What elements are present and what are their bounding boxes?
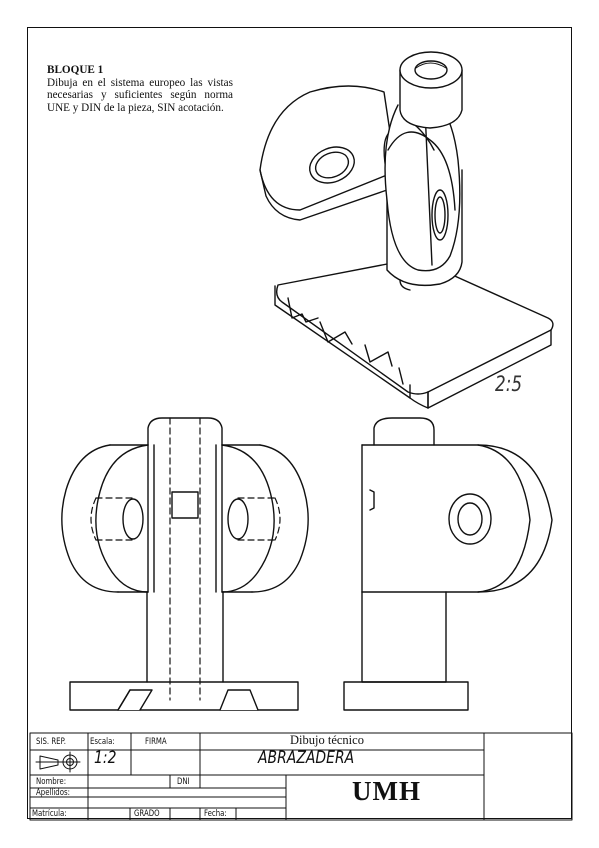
- apellidos-label: Apellidos:: [36, 788, 70, 798]
- subject-label: Dibujo técnico: [290, 733, 364, 747]
- isometric-scale-label: 2:5: [495, 372, 523, 396]
- university-logo-text: UMH: [352, 776, 421, 806]
- scale-value: 1:2: [94, 748, 117, 768]
- side-view: [343, 417, 553, 711]
- dni-label: DNI: [177, 777, 190, 787]
- firma-label: FIRMA: [145, 737, 167, 747]
- title-block-lines: [29, 732, 573, 821]
- instructions-body: Dibuja en el sistema europeo las vistas …: [47, 76, 233, 114]
- isometric-view: [259, 51, 554, 409]
- piece-name: ABRAZADERA: [258, 748, 355, 768]
- matricula-label: Matrícula:: [32, 809, 67, 819]
- grado-label: GRADO: [134, 809, 160, 819]
- instructions-heading: BLOQUE 1: [47, 64, 104, 76]
- fecha-label: Fecha:: [204, 809, 227, 819]
- sis-rep-label: SIS. REP.: [36, 737, 66, 747]
- nombre-label: Nombre:: [36, 777, 67, 787]
- instructions-block: BLOQUE 1 Dibuja en el sistema europeo la…: [47, 64, 233, 114]
- escala-label: Escala:: [90, 737, 115, 747]
- front-view: [61, 417, 309, 711]
- drawing-sheet-border: [27, 27, 572, 819]
